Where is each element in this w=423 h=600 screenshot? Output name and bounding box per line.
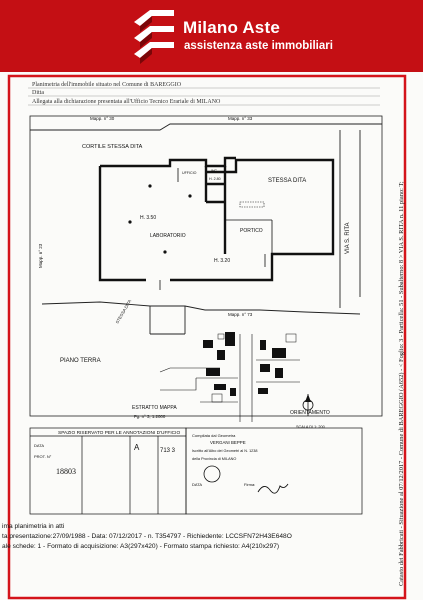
label-mapp-33: Mapp. n° 33	[228, 116, 253, 121]
label-street: VIA S. RITA	[345, 222, 351, 254]
label-courtyard: CORTILE STESSA DITA	[82, 144, 143, 150]
office-box-title: SPAZIO RISERVATO PER LE ANNOTAZIONI D'UF…	[58, 430, 180, 436]
label-scale: SCALA DI 1: 200	[296, 425, 325, 429]
brand-tagline: assistenza aste immobiliari	[184, 40, 333, 52]
signature-icon	[257, 483, 289, 494]
label-sheet: Fg. n° 3, 1:2000	[134, 414, 166, 419]
map-extract	[159, 334, 300, 422]
red-frame	[7, 74, 407, 600]
label-office: UFFICIO	[182, 171, 197, 175]
compiler-register: Iscritto all'Albo dei Geometri al N. 123…	[192, 449, 258, 453]
label-mapp-23: Mapp. n° 23	[38, 243, 43, 268]
floor-plan-drawing: Planimetria dell'immobile situato nel Co…	[7, 74, 407, 600]
footer-line-2: ta presentazione:27/09/1988 - Data: 07/1…	[2, 533, 292, 541]
header-line-2: Ditta	[32, 90, 44, 96]
compiled-by: Compilata dal Geometra	[192, 433, 236, 438]
cadastre-side-text: Catasto dei Fabbricati - Situazione al 0…	[398, 181, 405, 586]
compiler-date-label: DATA	[192, 482, 202, 487]
label-h280: H. 2.80	[209, 177, 221, 181]
label-same-owner-right: STESSA DITA	[268, 178, 306, 184]
header-line-1: Planimetria dell'immobile situato nel Co…	[32, 82, 182, 88]
compiler-signature-label: Firma:	[244, 482, 255, 487]
drawing-frame	[29, 115, 383, 417]
label-extract: ESTRATTO MAPPA	[132, 405, 177, 411]
map-buildings	[203, 332, 286, 396]
building-walls	[98, 156, 335, 282]
office-handwritten-number: 18803	[56, 467, 76, 476]
label-h320: H. 3.20	[214, 258, 230, 264]
floor-plan-document: Planimetria dell'immobile situato nel Co…	[0, 72, 423, 600]
brand-logo-icon	[134, 10, 174, 64]
office-num-box: 713 3	[160, 448, 176, 454]
office-data-label: DATA	[34, 443, 44, 448]
label-mapp-30: Mapp. n° 30	[90, 116, 115, 121]
label-lab-room: LABORATORIO	[150, 233, 186, 239]
label-mapp-73: Mapp. n° 73	[228, 312, 253, 317]
label-portico: PORTICO	[240, 228, 263, 234]
header-line-3: Allegata alla dichiarazione presentata a…	[32, 98, 221, 105]
footer-line-3: ale schede: 1 - Formato di acquisizione:…	[2, 543, 280, 551]
label-wc: WC	[211, 169, 217, 173]
brand-name: Milano Aste	[183, 18, 280, 37]
stamp-icon	[203, 465, 221, 483]
label-same-owner-small: STESSA DITA	[115, 299, 133, 325]
office-prot-label: PROT. N°	[34, 454, 52, 459]
office-col-a: A	[134, 443, 140, 452]
brand-banner: Milano Aste assistenza aste immobiliari	[0, 0, 423, 72]
document-footer: ima planimetria in atti ta presentazione…	[2, 522, 394, 553]
compiler-name: VERGANI BEPPE	[210, 440, 246, 445]
label-orientation: ORIENTAMENTO	[290, 410, 330, 416]
office-annotations-box	[29, 427, 363, 515]
compass-icon	[302, 394, 314, 416]
label-lab-height: H. 3.50	[140, 215, 156, 221]
label-floor: PIANO TERRA	[60, 358, 101, 364]
compiler-province: della Provincia di MILANO	[192, 457, 236, 461]
footer-line-1: ima planimetria in atti	[2, 523, 65, 530]
